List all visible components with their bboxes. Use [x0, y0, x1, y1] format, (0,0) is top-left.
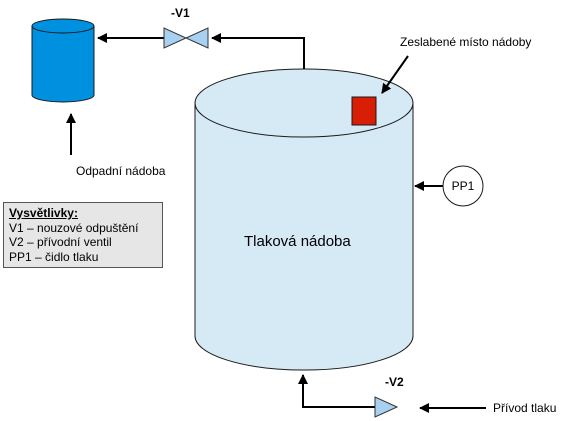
- pressure-sensor-icon: [442, 165, 484, 207]
- valve-v2-label: -V2: [385, 375, 404, 389]
- weak-spot-marker: [351, 96, 377, 126]
- pressure-tank: [194, 68, 414, 371]
- valve-v2-icon: [374, 396, 399, 418]
- weak-spot-label: Zeslabené místo nádoby: [400, 35, 531, 49]
- waste-tank: [31, 18, 95, 103]
- relief-pipe-vertical: [211, 33, 305, 69]
- supply-label: Přívod tlaku: [493, 401, 556, 415]
- valve-v1-label: -V1: [171, 6, 190, 20]
- legend-title: Vysvětlivky:: [9, 206, 78, 220]
- legend-box: Vysvětlivky: V1 – nouzové odpuštění V2 –…: [3, 202, 163, 268]
- weak-spot-callout: [381, 55, 409, 94]
- legend-item: V2 – přívodní ventil: [9, 235, 112, 249]
- legend-item: PP1 – čidlo tlaku: [9, 249, 99, 264]
- supply-pipe: [298, 374, 375, 408]
- valve-v1-icon: [163, 27, 209, 49]
- waste-tank-label: Odpadní nádoba: [76, 164, 166, 178]
- legend-item: V1 – nouzové odpuštění: [9, 220, 139, 235]
- sensor-label: PP1: [452, 179, 475, 193]
- pressure-tank-label: Tlaková nádoba: [244, 233, 351, 250]
